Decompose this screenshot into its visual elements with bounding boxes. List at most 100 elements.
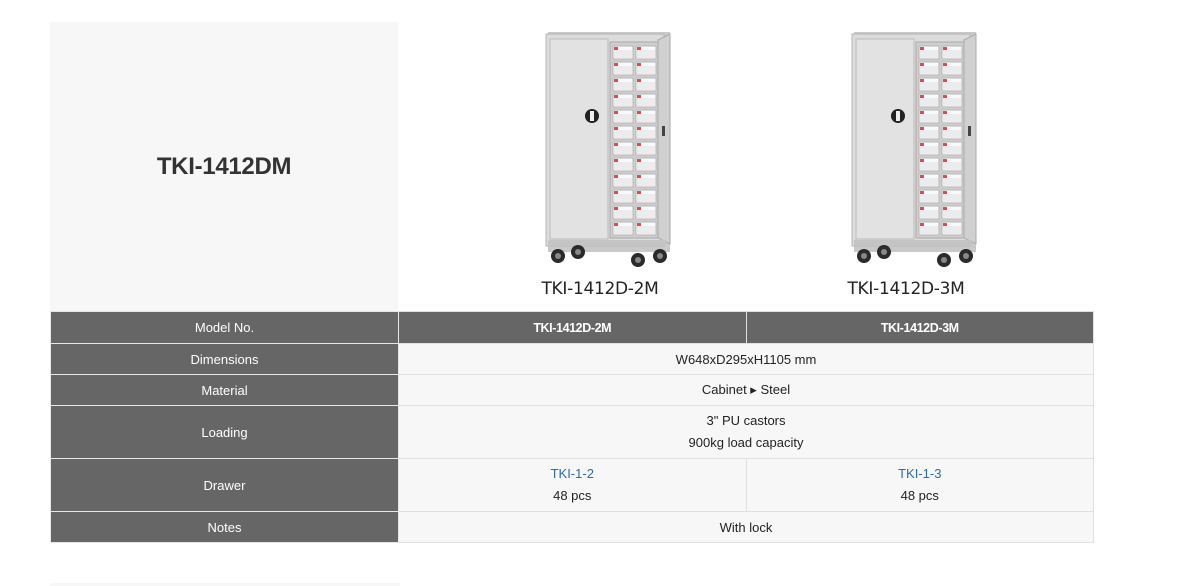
loading-capacity: 900kg load capacity xyxy=(688,435,804,450)
right-door-open xyxy=(963,33,977,245)
lock-icon xyxy=(968,126,971,136)
drawer-label xyxy=(614,207,632,210)
drawer-tab xyxy=(637,191,641,194)
drawer-tab xyxy=(637,223,641,226)
castor-hub xyxy=(657,253,663,259)
drawer-label xyxy=(637,47,655,50)
drawer-label xyxy=(920,175,938,178)
drawer-tab xyxy=(637,95,641,98)
castor-hub xyxy=(635,257,641,263)
cabinet-base xyxy=(548,240,666,246)
product-card-2m: TKI-1412D-2M xyxy=(500,30,700,299)
drawer-tab xyxy=(614,159,618,162)
drawer-label xyxy=(920,159,938,162)
drawer-tab xyxy=(637,79,641,82)
left-door xyxy=(549,38,609,240)
drawer-tab xyxy=(943,143,947,146)
drawer-tab xyxy=(943,63,947,66)
drawer-tab xyxy=(920,223,924,226)
cabinet-3m-image xyxy=(851,32,977,267)
drawer-label xyxy=(943,95,961,98)
dimensions-value: W648xD295xH1105 mm xyxy=(398,343,1094,375)
table-header-row: Model No. TKI-1412D-2M TKI-1412D-3M xyxy=(50,311,1094,344)
product-caption: TKI-1412D-2M xyxy=(541,279,659,299)
drawer-tab xyxy=(920,47,924,50)
castor-hub xyxy=(881,249,887,255)
drawer-label xyxy=(637,143,655,146)
drawer-tab xyxy=(637,63,641,66)
drawer-label xyxy=(920,143,938,146)
drawer-label xyxy=(637,159,655,162)
column-header-model: TKI-1412D-2M xyxy=(398,311,747,344)
drawer-tab xyxy=(637,207,641,210)
drawer-tab xyxy=(614,79,618,82)
drawer-label xyxy=(943,159,961,162)
drawer-tab xyxy=(943,223,947,226)
drawer-label xyxy=(920,95,938,98)
drawer-link[interactable]: TKI-1-3 xyxy=(898,466,942,481)
drawer-label xyxy=(614,191,632,194)
drawer-label xyxy=(943,175,961,178)
table-row-notes: Notes With lock xyxy=(50,511,1094,543)
series-title: TKI-1412DM xyxy=(156,152,292,180)
table-row-drawer: Drawer TKI-1-2 48 pcs TKI-1-3 48 pcs xyxy=(50,458,1094,512)
drawer-label xyxy=(637,95,655,98)
drawer-label xyxy=(614,63,632,66)
drawer-tab xyxy=(920,95,924,98)
castor-hub xyxy=(575,249,581,255)
row-label-drawer: Drawer xyxy=(50,458,399,512)
drawer-label xyxy=(637,223,655,226)
lock-icon xyxy=(662,126,665,136)
drawer-label xyxy=(637,111,655,114)
loading-value: 3" PU castors 900kg load capacity xyxy=(398,405,1094,459)
drawer-label xyxy=(920,207,938,210)
row-label-material: Material xyxy=(50,374,399,406)
drawer-label xyxy=(920,127,938,130)
drawer-label xyxy=(920,79,938,82)
drawer-qty: 48 pcs xyxy=(900,488,939,503)
loading-castors: 3" PU castors xyxy=(706,413,786,428)
drawer-label xyxy=(943,127,961,130)
drawer-tab xyxy=(920,207,924,210)
spec-table: Model No. TKI-1412D-2M TKI-1412D-3M Dime… xyxy=(50,311,1094,543)
series-title-panel: TKI-1412DM xyxy=(50,22,398,311)
drawer-tab xyxy=(943,95,947,98)
cabinet-base xyxy=(854,240,972,246)
drawer-label xyxy=(614,47,632,50)
drawer-label xyxy=(614,223,632,226)
drawer-label xyxy=(614,143,632,146)
row-label-model: Model No. xyxy=(50,311,399,344)
drawer-tab xyxy=(920,63,924,66)
drawer-label xyxy=(943,63,961,66)
drawer-tab xyxy=(920,79,924,82)
table-row-loading: Loading 3" PU castors 900kg load capacit… xyxy=(50,405,1094,459)
drawer-label xyxy=(943,143,961,146)
drawer-label xyxy=(637,191,655,194)
drawer-label xyxy=(920,47,938,50)
drawer-tab xyxy=(637,175,641,178)
drawer-tab xyxy=(943,79,947,82)
drawer-tab xyxy=(943,47,947,50)
column-header-model: TKI-1412D-3M xyxy=(745,311,1094,344)
drawer-label xyxy=(614,95,632,98)
drawer-label xyxy=(637,63,655,66)
table-row-material: Material Cabinet ▸ Steel xyxy=(50,374,1094,406)
drawer-link[interactable]: TKI-1-2 xyxy=(550,466,594,481)
cabinet-2m-image xyxy=(545,32,671,267)
drawer-label xyxy=(943,47,961,50)
drawer-label xyxy=(614,159,632,162)
drawer-label xyxy=(614,127,632,130)
drawer-label xyxy=(943,79,961,82)
product-card-3m: TKI-1412D-3M xyxy=(806,30,1006,299)
drawer-tab xyxy=(920,143,924,146)
drawer-cell: TKI-1-3 48 pcs xyxy=(745,458,1094,512)
drawer-tab xyxy=(614,191,618,194)
castor-hub xyxy=(555,253,561,259)
drawer-tab xyxy=(943,175,947,178)
door-handle-slot xyxy=(590,111,594,121)
drawer-tab xyxy=(614,127,618,130)
drawer-label xyxy=(637,127,655,130)
drawer-tab xyxy=(614,47,618,50)
next-section-strip xyxy=(50,583,400,586)
drawer-label xyxy=(637,207,655,210)
